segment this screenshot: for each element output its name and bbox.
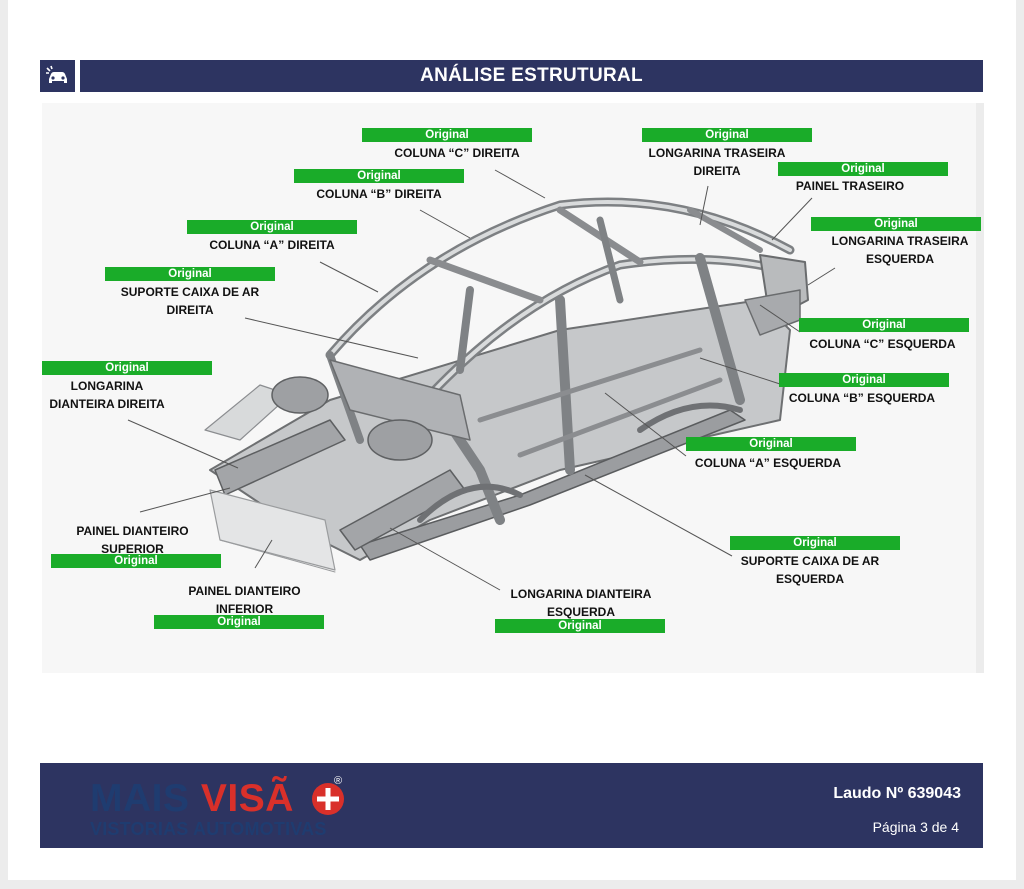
car-crash-icon bbox=[45, 65, 67, 83]
part-status-badge: Original bbox=[105, 267, 275, 281]
report-number: Laudo Nº 639043 bbox=[833, 785, 961, 802]
part-status-badge: Original bbox=[187, 220, 357, 234]
part-status-badge: Original bbox=[799, 318, 969, 332]
registered-mark: ® bbox=[334, 775, 343, 787]
part-status-badge: Original bbox=[495, 619, 665, 633]
part-label-suporte-caixa-ar-esquerda: SUPORTE CAIXA DE AR ESQUERDA bbox=[740, 554, 880, 586]
part-status-badge: Original bbox=[42, 361, 212, 375]
brand-logo-text: MAIS VISÃ bbox=[90, 779, 294, 819]
page-title: ANÁLISE ESTRUTURAL bbox=[80, 60, 983, 92]
brand-logo-part2: VISÃ bbox=[200, 777, 294, 820]
part-label-painel-dianteiro-superior: PAINEL DIANTEIRO SUPERIOR bbox=[76, 524, 189, 556]
part-label-painel-traseiro: PAINEL TRASEIRO bbox=[795, 179, 905, 193]
report-footer: MAIS VISÃ ® VISTORIAS AUTOMOTIVAS Laudo … bbox=[40, 763, 983, 848]
page-number: Página 3 de 4 bbox=[872, 819, 959, 835]
part-status-badge: Original bbox=[811, 217, 981, 231]
part-status-badge: Original bbox=[642, 128, 812, 142]
part-label-coluna-a-esquerda: COLUNA “A” ESQUERDA bbox=[694, 456, 842, 470]
part-label-suporte-caixa-ar-direita: SUPORTE CAIXA DE AR DIREITA bbox=[120, 285, 260, 317]
part-label-longarina-traseira-direita: LONGARINA TRASEIRA DIREITA bbox=[648, 146, 786, 178]
part-label-painel-dianteiro-inferior: PAINEL DIANTEIRO INFERIOR bbox=[188, 584, 301, 616]
diagram-edge bbox=[976, 103, 984, 673]
part-status-badge: Original bbox=[779, 373, 949, 387]
part-label-longarina-traseira-esquerda: LONGARINA TRASEIRA ESQUERDA bbox=[831, 234, 969, 266]
plus-circle-icon bbox=[312, 783, 344, 815]
part-label-coluna-b-esquerda: COLUNA “B” ESQUERDA bbox=[788, 391, 936, 405]
part-label-longarina-dianteira-direita: LONGARINA DIANTEIRA DIREITA bbox=[49, 379, 165, 411]
part-label-coluna-c-direita: COLUNA “C” DIREITA bbox=[394, 146, 520, 160]
brand-tagline: VISTORIAS AUTOMOTIVAS bbox=[90, 819, 327, 839]
part-status-badge: Original bbox=[51, 554, 221, 568]
part-status-badge: Original bbox=[362, 128, 532, 142]
part-label-coluna-b-direita: COLUNA “B” DIREITA bbox=[316, 187, 442, 201]
brand-logo-part1: MAIS bbox=[90, 777, 201, 820]
part-label-coluna-a-direita: COLUNA “A” DIREITA bbox=[209, 238, 335, 252]
part-label-coluna-c-esquerda: COLUNA “C” ESQUERDA bbox=[809, 337, 956, 351]
part-status-badge: Original bbox=[730, 536, 900, 550]
part-status-badge: Original bbox=[294, 169, 464, 183]
part-status-badge: Original bbox=[686, 437, 856, 451]
part-status-badge: Original bbox=[778, 162, 948, 176]
part-label-longarina-dianteira-esquerda: LONGARINA DIANTEIRA ESQUERDA bbox=[510, 587, 652, 619]
part-status-badge: Original bbox=[154, 615, 324, 629]
header-icon-box bbox=[40, 60, 75, 92]
